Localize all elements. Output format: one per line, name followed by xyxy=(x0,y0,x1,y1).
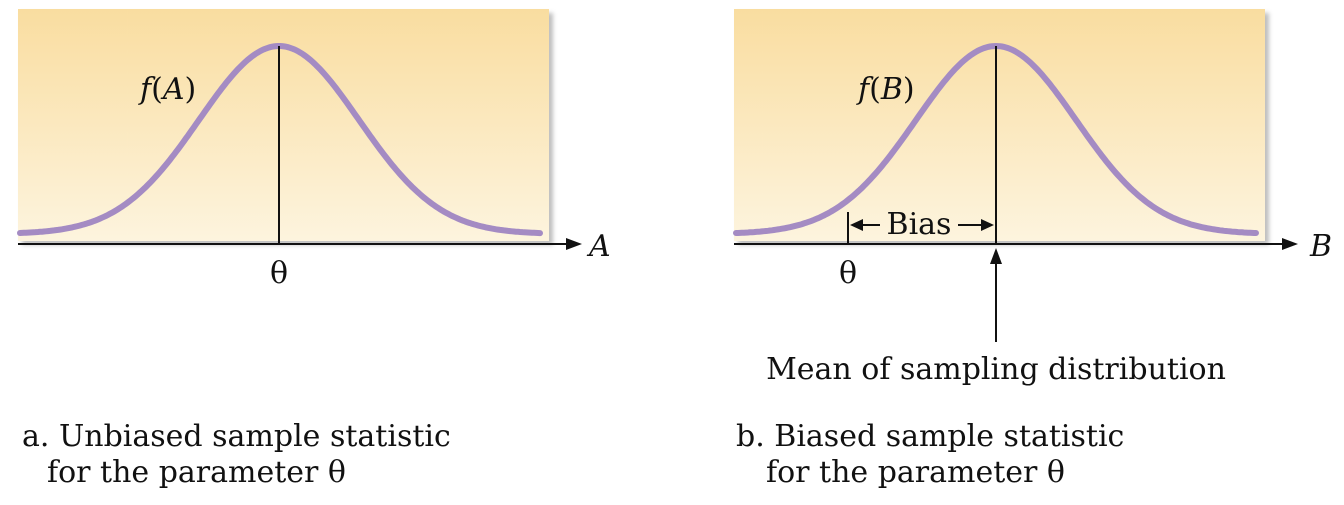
theta-label-b: θ xyxy=(839,256,857,291)
axis-label-b: B xyxy=(1309,229,1332,264)
bias-label: Bias xyxy=(887,207,952,242)
mean-arrow-head xyxy=(990,248,1002,264)
x-axis-b-arrowhead xyxy=(1282,238,1298,250)
caption-a-line2: for the parameter θ xyxy=(47,455,346,490)
panel-a: A f(A) θ a. Unbiased sample statistic fo… xyxy=(17,9,611,490)
axis-label-a: A xyxy=(586,229,611,264)
caption-b-line1: b. Biased sample statistic xyxy=(736,419,1124,454)
caption-b-line2: for the parameter θ xyxy=(766,455,1065,490)
bias-arrow-left-head xyxy=(850,219,863,231)
caption-a-line1: a. Unbiased sample statistic xyxy=(22,419,451,454)
function-label-b: f(B) xyxy=(856,72,915,107)
theta-label-a: θ xyxy=(270,256,288,291)
panel-b: B f(B) Bias θ Mean of sampling distribut… xyxy=(733,9,1332,490)
bias-arrow-right-head xyxy=(981,219,994,231)
x-axis-a-arrowhead xyxy=(566,238,582,250)
function-label-a: f(A) xyxy=(138,72,196,107)
mean-label: Mean of sampling distribution xyxy=(766,352,1226,387)
